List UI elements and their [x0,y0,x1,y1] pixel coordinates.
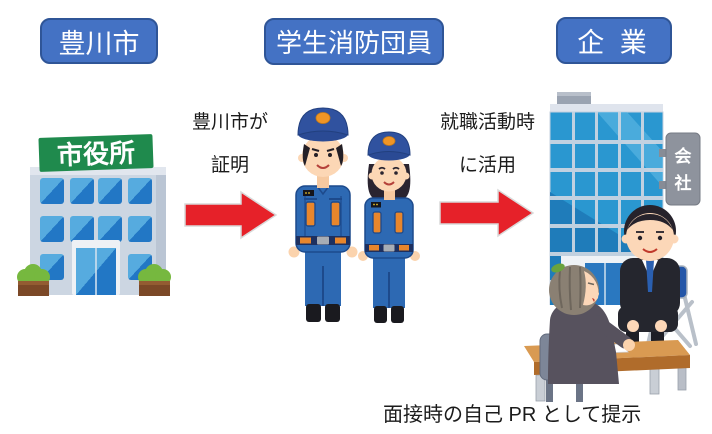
label-student-fire-corps: 学生消防団員 [264,18,444,65]
tower-parapet [550,104,663,112]
cap-emblem-icon [382,136,396,146]
label-student-fire-corps-text: 学生消防団員 [275,28,432,58]
bush-left [17,264,50,296]
label-toyokawa-city: 豊川市 [40,18,158,64]
arrow1-shape [184,190,278,240]
company-sign-char-bottom: 社 [674,173,692,193]
interviewer [548,263,635,384]
hair-tuft [551,263,565,273]
company-sign-char-top: 会 [675,146,692,166]
bush-right [138,264,171,296]
label-toyokawa-city-text: 豊川市 [58,28,140,59]
cap-emblem-icon [315,112,331,124]
arrow-right-icon [439,188,535,238]
city-hall-illustration: 市役所 [17,134,171,296]
bottom-caption: 面接時の自己 PR として提示 [383,404,642,426]
label-company-text: 企 業 [577,28,651,58]
rooftop-box-top [557,92,591,96]
cityhall-door [72,240,120,295]
firefighter-male [288,107,358,322]
cityhall-windows [40,178,152,280]
interview-scene-illustration [524,205,698,402]
cityhall-sign: 市役所 [38,134,154,172]
firefighter-female [358,131,420,323]
arrow2-shape [439,188,535,238]
firefighters-illustration [288,107,420,323]
cityhall-sign-text: 市役所 [57,138,136,171]
step1-text-line2: 証明 [210,155,249,176]
step1-text-line1: 豊川市が [191,112,268,133]
company-sign: 会 社 [665,132,701,206]
sign-tab [659,149,669,157]
label-company: 企 業 [556,17,672,64]
sign-tab [659,181,669,189]
cityhall-parapet [30,167,166,175]
step2-text-line1: 就職活動時 [439,112,535,133]
arrow-right-icon [184,190,278,240]
step2-text-line2: に活用 [458,155,516,176]
cityhall-shade [156,167,166,295]
